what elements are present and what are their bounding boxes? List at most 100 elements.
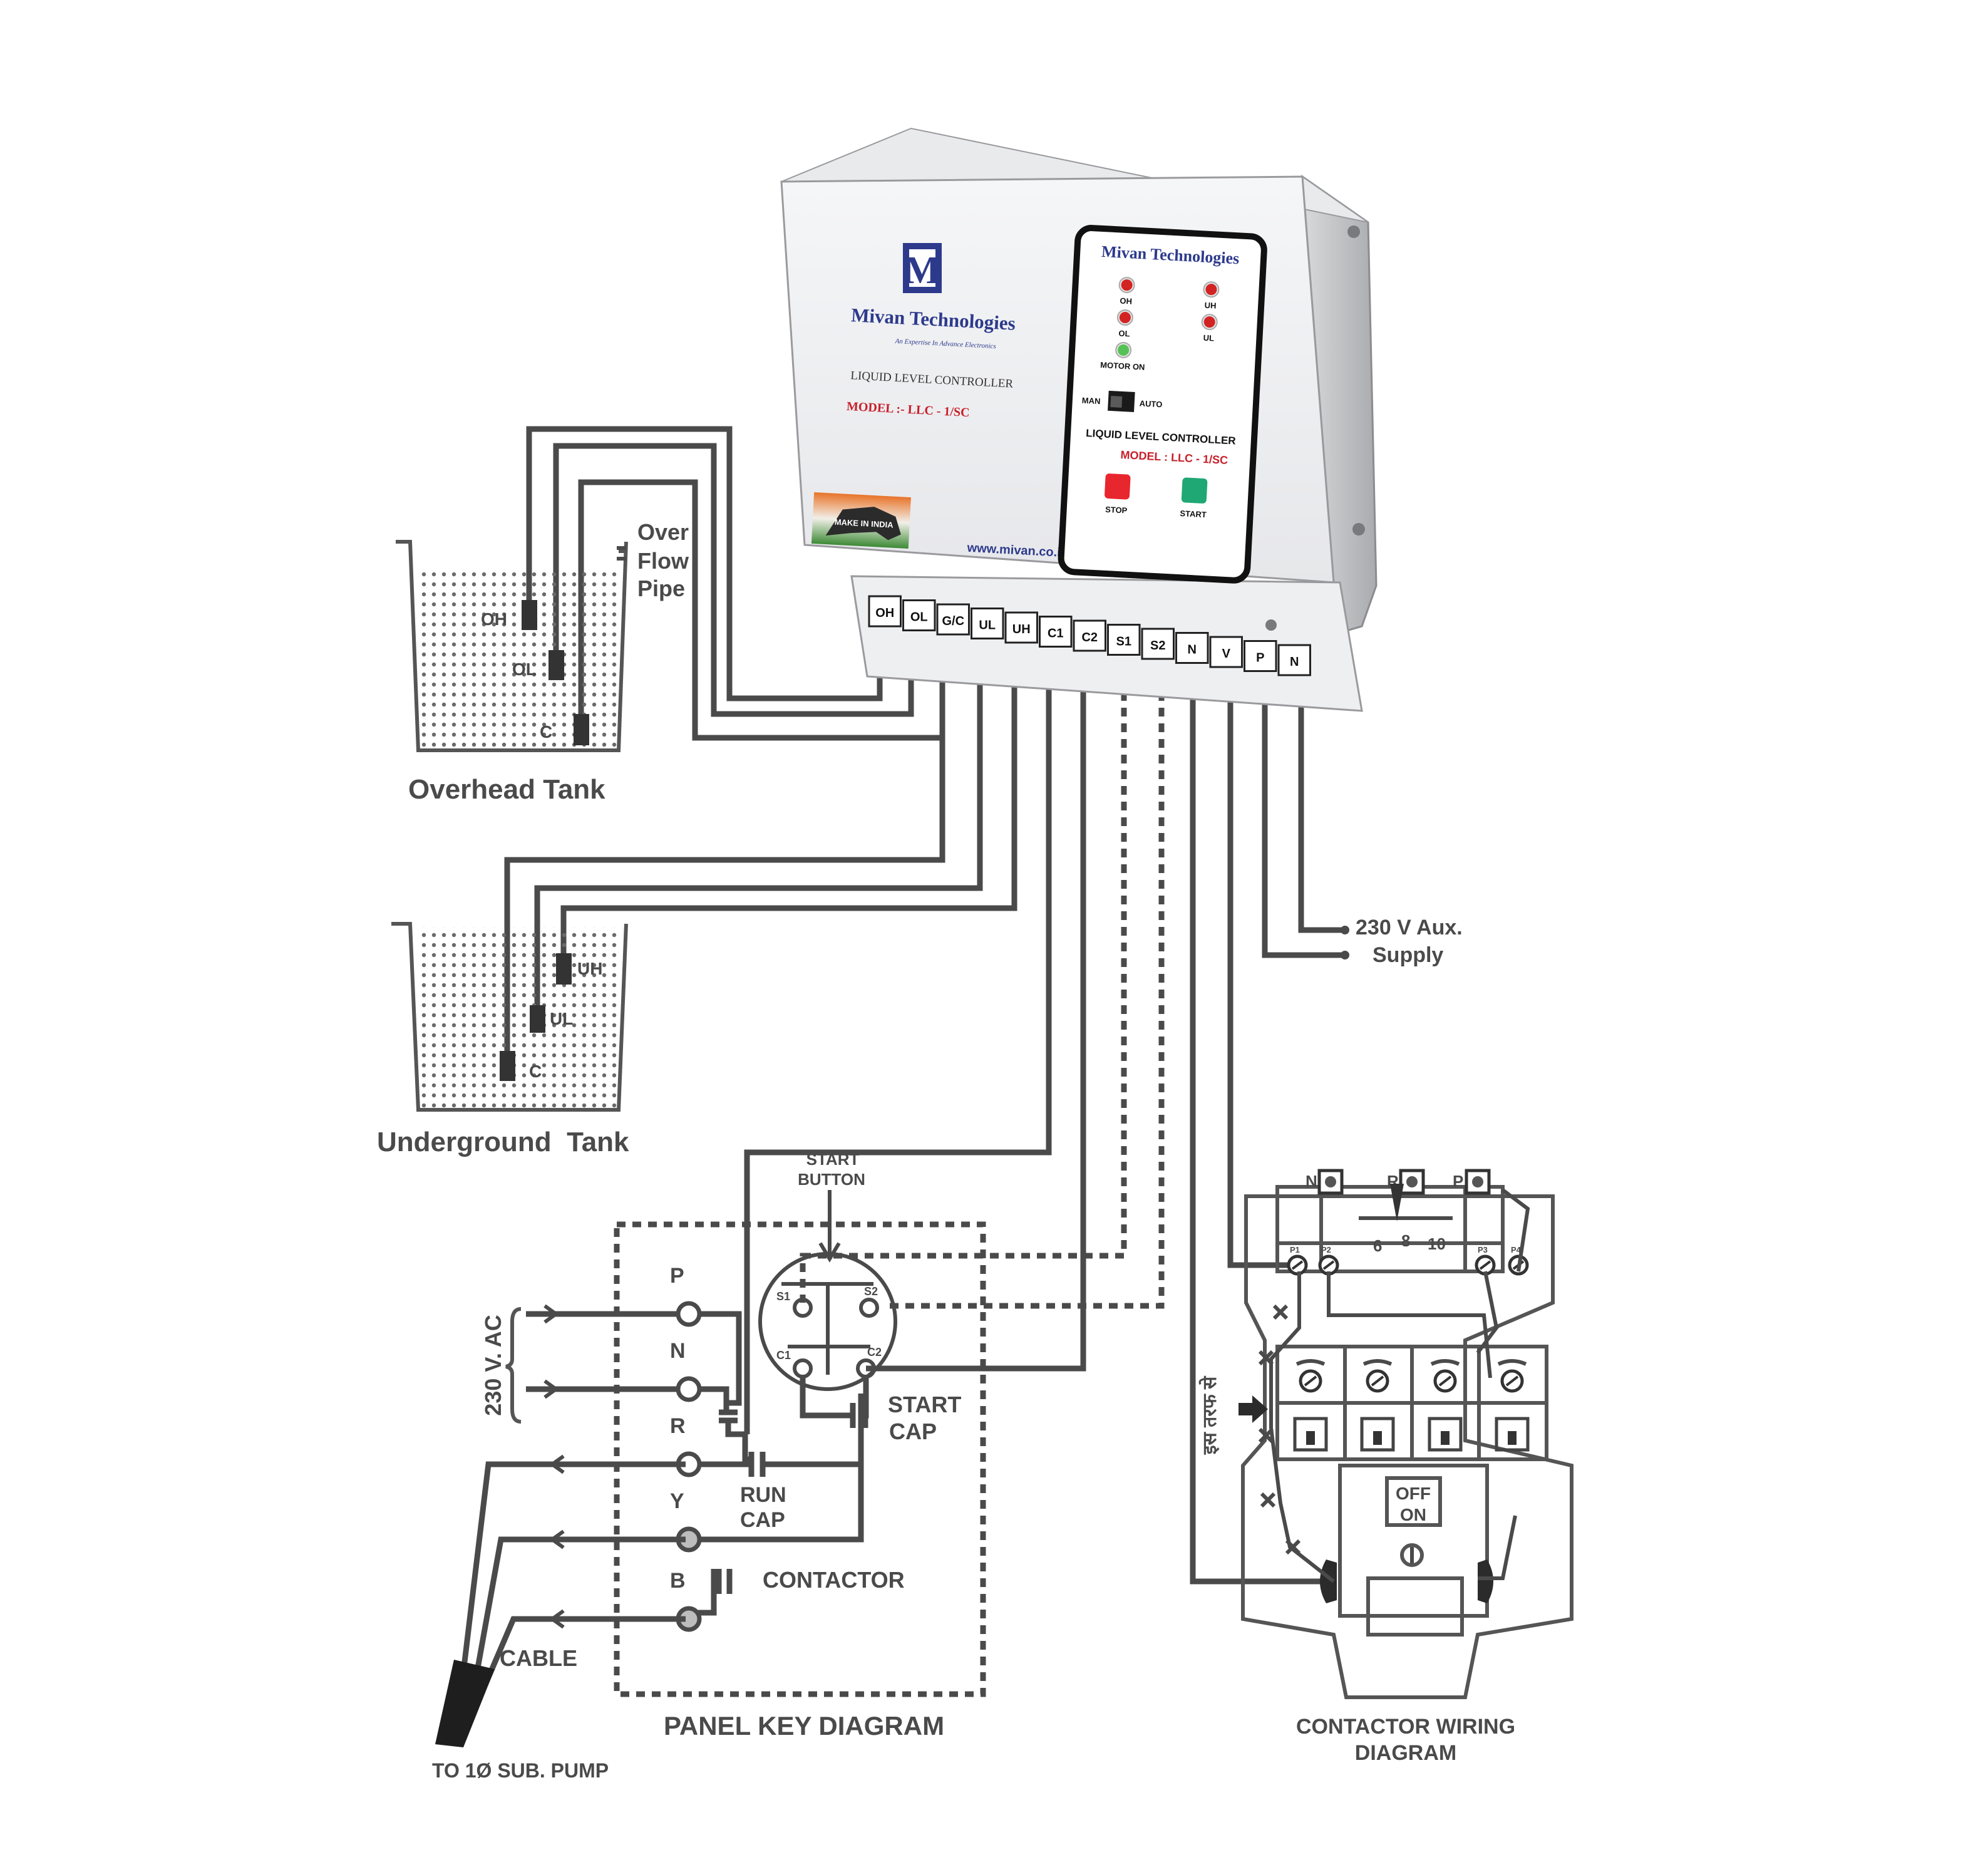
terminal-cover-icon: [1430, 1359, 1460, 1366]
aux-terminal-label: P1: [1290, 1245, 1300, 1254]
switch-auto-label: AUTO: [1139, 398, 1162, 409]
probe-ul-label: UL: [550, 1009, 573, 1028]
terminal-box: [1039, 616, 1073, 648]
terminal-box: [1244, 640, 1277, 672]
supply-arrow-n-icon: [543, 1379, 560, 1399]
run-cap-label-1: RUN: [740, 1483, 786, 1507]
led-3-label: UL: [1203, 333, 1214, 343]
start-label: START: [1180, 509, 1207, 519]
probe-ol-label: OL: [512, 659, 537, 679]
probe-c-icon: [574, 714, 589, 745]
terminal-box: [1004, 611, 1038, 644]
underground-tank: UH UL C Underground Tank: [377, 922, 629, 1157]
terminal-box: [1209, 636, 1243, 668]
direction-arrow-icon: [1239, 1395, 1268, 1423]
led-1-label: UH: [1204, 301, 1217, 311]
overflow-pipe-label-3: Pipe: [637, 576, 685, 601]
aux-terminal-label: P3: [1478, 1245, 1488, 1254]
off-label: OFF: [1396, 1484, 1431, 1503]
contactor-wiring-title-2: DIAGRAM: [1355, 1741, 1456, 1765]
pump-label: TO 1Ø SUB. PUMP: [432, 1759, 609, 1782]
switch-man-label: MAN: [1081, 396, 1100, 406]
cable-arrow-y-icon: [549, 1529, 565, 1549]
aux-supply-label-1: 230 V Aux.: [1356, 916, 1463, 939]
terminal-box: [1141, 628, 1175, 660]
lower-screw-icon: [1508, 1431, 1517, 1445]
terminal-box: [902, 599, 936, 631]
lion-icon: [825, 507, 901, 540]
probe-uc-label: C: [529, 1062, 542, 1081]
terminal-box: [1277, 644, 1311, 676]
terminal-label: UH: [1012, 623, 1031, 636]
panel-terminal-n: [676, 1376, 702, 1402]
probe-uh-icon: [556, 953, 572, 985]
terminal-label: OH: [875, 606, 894, 620]
start-cap-label-1: START: [888, 1392, 961, 1417]
terminal-label: C1: [1048, 627, 1064, 641]
cable-arrow-r-icon: [549, 1454, 565, 1474]
contact-c2-label: C2: [867, 1346, 882, 1358]
terminal-label: G/C: [942, 614, 964, 628]
probe-ul-icon: [530, 1005, 545, 1033]
panel-terminal-label: R: [670, 1414, 686, 1438]
led-3-light: [1203, 316, 1215, 328]
contactor-top-label: N: [1306, 1172, 1317, 1191]
led-2-label: OL: [1118, 329, 1130, 339]
terminal-label: S1: [1116, 635, 1131, 649]
panel-terminal-label: P: [670, 1264, 684, 1288]
controller-box: M Mivan Technologies An Expertise In Adv…: [780, 127, 1378, 712]
stop-button[interactable]: [1105, 473, 1131, 500]
lower-screw-icon: [1441, 1431, 1450, 1445]
overhead-tank-title: Overhead Tank: [408, 774, 605, 805]
overflow-pipe-icon: [617, 546, 626, 561]
terminal-wires: [504, 426, 1349, 1585]
start-button[interactable]: [1181, 477, 1208, 504]
start-cap-label-2: CAP: [889, 1419, 937, 1444]
screw-slot-icon: [1438, 1375, 1452, 1387]
run-cap-label-2: CAP: [740, 1508, 785, 1532]
coil-screw-icon: [1400, 1543, 1424, 1567]
screw-head-icon: [1406, 1176, 1418, 1187]
screw-slot-icon: [1322, 1260, 1335, 1270]
lower-terminal-icon: [1495, 1417, 1530, 1452]
side-hindi-text: इस तरफ से: [1198, 1375, 1220, 1455]
panel-terminal-label: B: [670, 1569, 686, 1593]
stop-label: STOP: [1105, 505, 1128, 515]
led-4-label: MOTOR ON: [1100, 360, 1145, 372]
scale-pointer-icon: [1390, 1184, 1404, 1221]
screw-slot-icon: [1479, 1260, 1491, 1270]
screw-slot-icon: [1291, 1260, 1304, 1270]
supply-label: 230 V. AC: [480, 1315, 506, 1415]
terminal-box: [936, 603, 970, 636]
terminal-cover-icon: [1362, 1359, 1393, 1366]
contactor-label: CONTACTOR: [763, 1567, 905, 1593]
scale-8: 8: [1401, 1231, 1410, 1250]
scale-6: 6: [1373, 1236, 1382, 1255]
probe-ol-icon: [549, 650, 564, 680]
start-button-label-2: BUTTON: [798, 1170, 865, 1189]
aux-supply-label-2: Supply: [1373, 943, 1443, 967]
screw-slot-icon: [1304, 1375, 1317, 1387]
terminal-box: [1175, 632, 1209, 664]
terminal-cover-icon: [1497, 1359, 1527, 1366]
terminal-label: C2: [1081, 631, 1098, 644]
start-button-symbol: S1 S2 C1 C2: [758, 1252, 897, 1391]
contactor-wiring-title-1: CONTACTOR WIRING: [1296, 1715, 1515, 1739]
overflow-pipe-label-1: Over: [637, 519, 689, 545]
cross-mark-icon: [1258, 1304, 1301, 1555]
lower-terminal-icon: [1428, 1417, 1463, 1452]
start-button-arrow-icon: [818, 1190, 841, 1263]
probe-uc-icon: [500, 1051, 515, 1081]
contact-s2-label: S2: [864, 1285, 878, 1298]
panel-key-title: PANEL KEY DIAGRAM: [664, 1711, 944, 1740]
cable-label: CABLE: [500, 1645, 577, 1671]
supply-arrow-p-icon: [543, 1304, 560, 1324]
lower-terminal-icon: [1360, 1417, 1395, 1452]
screw-head-icon: [1325, 1176, 1336, 1187]
contact-s1-label: S1: [776, 1290, 790, 1303]
terminal-cover-icon: [1295, 1359, 1326, 1366]
terminal-label: N: [1290, 655, 1299, 669]
